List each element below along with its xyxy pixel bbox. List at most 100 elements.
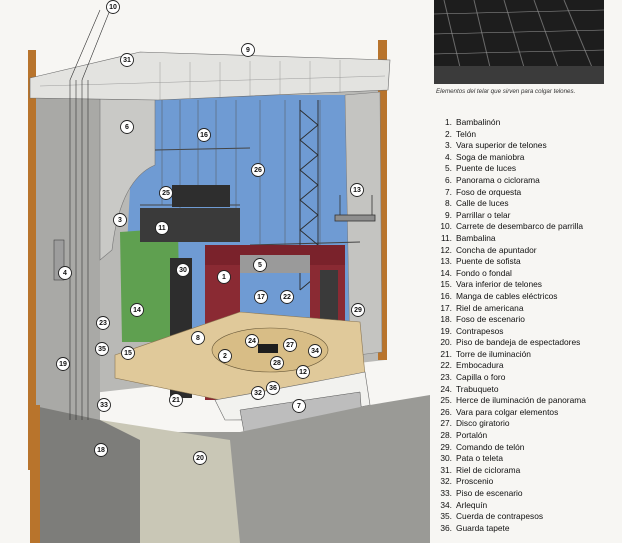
callout-number: 20 [196,455,204,462]
legend-item: 3.Vara superior de telones [432,140,586,152]
left-wall-edge [28,50,36,470]
fly-tower-photo [434,0,604,84]
legend-label: Cuerda de contrapesos [456,511,544,522]
legend-label: Comando de telón [456,441,525,452]
callout-circle [308,344,322,358]
legend-item: 7.Foso de orquesta [432,187,586,199]
proscenium-gray-frame [240,255,310,273]
legend-label: Bambalina [456,232,496,243]
callout-24: 24 [245,334,259,348]
legend-item: 15.Vara inferior de telones [432,279,586,291]
legend-item: 20. Piso de bandeja de espectadores [432,337,586,349]
legend-label: Torre de iluminación [456,348,531,359]
legend-item: 2.Telón [432,129,586,141]
callout-6: 6 [120,120,134,134]
legend-item: 12.Concha de apuntador [432,245,586,257]
under-stage [30,405,140,543]
callout-33: 33 [97,398,111,412]
legend-number: 33. [440,488,452,498]
callout-number: 24 [248,338,256,345]
legend-label: Foso de escenario [456,314,525,325]
legend-number: 10. [440,221,452,232]
callout-number: 36 [269,385,277,392]
callout-number: 16 [200,132,208,139]
legend-label: Trabuqueto [456,383,499,394]
callout-20: 20 [193,451,207,465]
callout-circle [253,258,267,272]
callout-36: 36 [266,381,280,395]
callout-circle [120,120,134,134]
callout-circle [197,128,211,142]
callout-number: 13 [353,187,361,194]
callout-17: 17 [254,290,268,304]
legend-item: 25.Herce de iluminación de panorama [432,395,586,407]
legend-number: 14. [440,267,452,278]
legend-number: 12. [440,244,452,255]
legend-item: 16.Manga de cables eléctricos [432,291,586,303]
legend-number: 6. [445,174,452,185]
callout-number: 28 [273,360,281,367]
callout-18: 18 [94,443,108,457]
callout-circle [283,338,297,352]
callout-number: 15 [124,350,132,357]
legend-label: Manga de cables eléctricos [456,290,558,301]
legend-number: 20. [440,337,452,348]
callout-5: 5 [253,258,267,272]
callout-2: 2 [218,349,232,363]
legend-label: Soga de maniobra [456,151,525,162]
callout-circle [121,346,135,360]
callout-10: 10 [106,0,120,14]
callout-27: 27 [283,338,297,352]
callout-circle [130,303,144,317]
legend-label: Disco giratorio [456,418,510,429]
legend-item: 9.Parrillar o telar [432,210,586,222]
callout-30: 30 [176,263,190,277]
callout-number: 6 [125,124,129,131]
callout-circle [218,349,232,363]
callout-circle [254,290,268,304]
callout-number: 12 [299,369,307,376]
callout-circle [113,213,127,227]
legend-number: 36. [440,522,452,533]
legend-number: 13. [440,256,452,267]
callout-circle [94,443,108,457]
callout-number: 25 [162,190,170,197]
callout-number: 21 [172,397,180,404]
legend-label: Carrete de desembarco de parrilla [456,221,584,232]
legend-number: 3. [445,140,452,151]
callout-8: 8 [191,331,205,345]
gridiron-top [29,51,391,101]
callout-circle [120,53,134,67]
callout-number: 2 [223,353,227,360]
callout-15: 15 [121,346,135,360]
callout-circle [176,263,190,277]
callout-16: 16 [197,128,211,142]
callout-number: 33 [100,402,108,409]
callout-circle [350,183,364,197]
legend-label: Bambalinón [456,117,501,127]
callout-3: 3 [113,213,127,227]
legend-number: 32. [440,476,452,487]
legend-label: Piso de bandeja de espectadores [456,337,581,348]
callout-number: 23 [99,320,107,327]
trap-opening [258,344,278,353]
legend-item: 4.Soga de maniobra [432,152,586,164]
legend-label: Portalón [456,430,488,441]
legend-label: Proscenio [456,476,494,487]
callout-circle [241,43,255,57]
legend-label: Pata o teleta [456,453,504,464]
callout-circle [191,331,205,345]
callout-12: 12 [296,365,310,379]
callout-number: 17 [257,294,265,301]
callout-26: 26 [251,163,265,177]
callout-number: 7 [297,403,301,410]
callout-14: 14 [130,303,144,317]
callout-13: 13 [350,183,364,197]
legend-number: 2. [445,128,452,139]
callout-1: 1 [217,270,231,284]
legend-item: 19.Contrapesos [432,326,586,338]
legend-label: Fondo o fondal [456,267,512,278]
callout-9: 9 [241,43,255,57]
